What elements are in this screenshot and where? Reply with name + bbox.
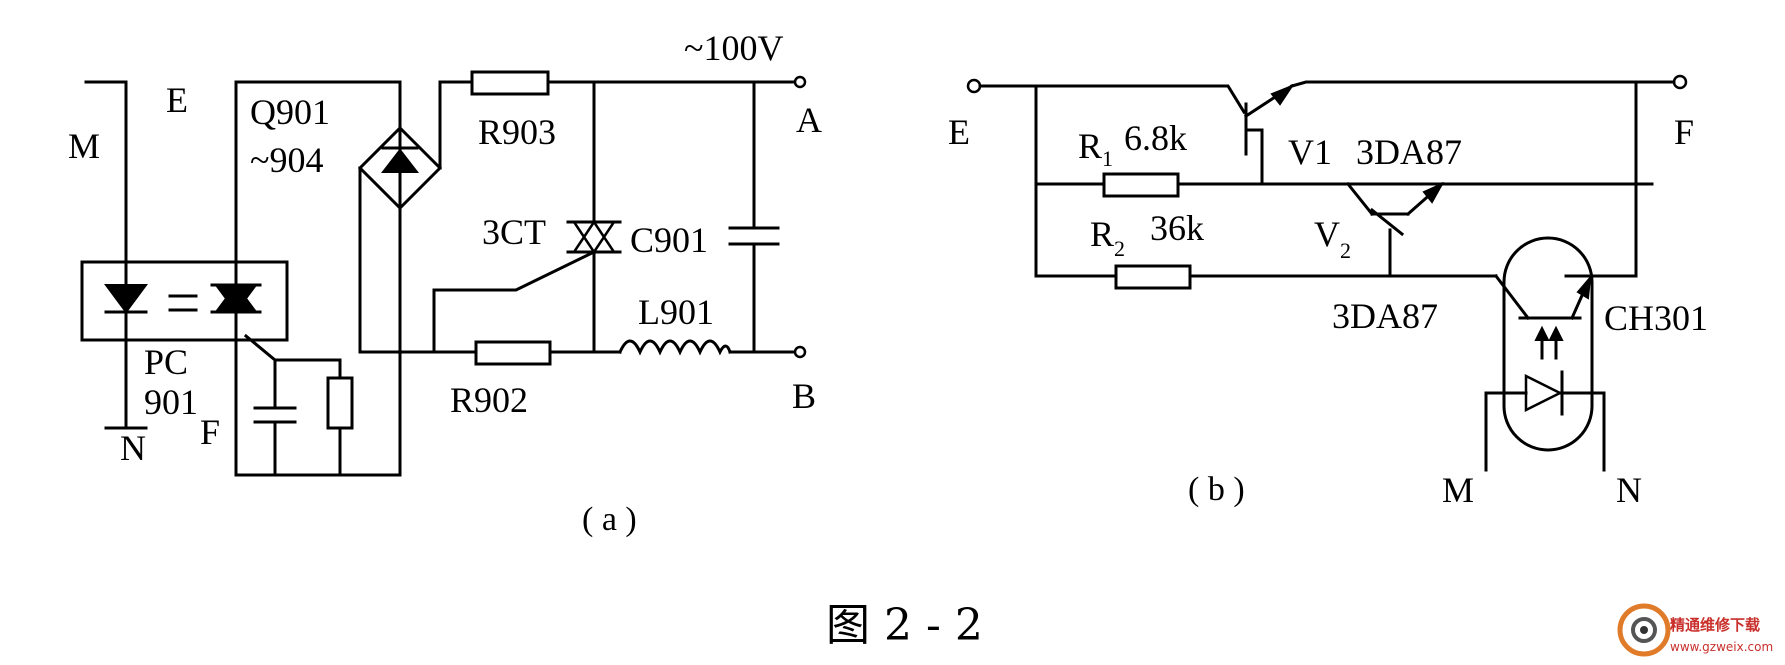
label-b-f: F <box>1674 112 1694 152</box>
label-c901: C901 <box>630 220 708 260</box>
label-a-f: F <box>200 412 220 452</box>
label-pc: PC <box>144 342 188 382</box>
label-terminal-a: A <box>796 100 822 140</box>
wire-bridge-top <box>438 80 474 170</box>
label-v2: V <box>1314 214 1340 254</box>
label-terminal-b: B <box>792 376 816 416</box>
bridge-rectifier <box>357 125 443 211</box>
label-v2-type: 3DA87 <box>1332 296 1438 336</box>
ch301-phototransistor <box>1493 273 1592 321</box>
wire-f-left <box>234 80 402 477</box>
label-pc-num: 901 <box>144 382 198 422</box>
wire-right-rail <box>1564 80 1638 278</box>
watermark-name: 精通维修下载 <box>1670 616 1760 634</box>
label-q904: ~904 <box>250 140 323 180</box>
label-ch301: CH301 <box>1604 298 1708 338</box>
label-l901: L901 <box>638 292 714 332</box>
wire-e-top <box>978 84 1247 115</box>
l901-inductor <box>618 339 732 356</box>
r2-resistor <box>1114 264 1192 290</box>
v2-transistor <box>1369 181 1445 278</box>
label-3ct: 3CT <box>482 212 546 252</box>
terminal-e <box>966 78 982 94</box>
v1-transistor <box>1243 83 1295 186</box>
label-b-e: E <box>948 112 970 152</box>
label-v1-type: 3DA87 <box>1356 132 1462 172</box>
watermark-url: www.gzweix.com <box>1670 640 1773 654</box>
r903-resistor <box>470 70 550 96</box>
label-b-m: M <box>1442 470 1474 510</box>
bridge-diode-symbol <box>380 138 420 198</box>
small-capacitor <box>253 406 297 424</box>
wire-left-rail <box>1034 84 1118 278</box>
caption-a: ( a ) <box>582 501 637 538</box>
terminal-f <box>1672 74 1688 90</box>
figure-title: 图 2 - 2 <box>826 600 983 651</box>
label-r903: R903 <box>478 112 556 152</box>
label-voltage: ~100V <box>684 28 783 68</box>
label-v2-sub: 2 <box>1340 238 1351 263</box>
watermark: 精通维修下载 www.gzweix.com <box>1617 603 1773 657</box>
ch301-body <box>1502 236 1594 452</box>
wire-triac-gate <box>432 249 597 354</box>
c901-capacitor <box>728 226 780 246</box>
triac-3ct <box>566 219 622 255</box>
label-q901: Q901 <box>250 92 330 132</box>
pc901-box <box>80 260 289 342</box>
terminal-a <box>793 75 807 89</box>
label-a-m: M <box>68 126 100 166</box>
label-r2-sub: 2 <box>1114 236 1125 261</box>
label-v1: V1 <box>1288 132 1332 172</box>
label-r2: R <box>1090 214 1114 254</box>
terminal-b <box>793 345 807 359</box>
r1-resistor <box>1102 172 1180 198</box>
ch301-light-arrows <box>1534 325 1564 360</box>
diagram-b: E F R 1 6.8k V1 3DA87 R 2 36k V 2 3DA87 … <box>948 74 1708 510</box>
label-a-e: E <box>166 80 188 120</box>
label-r902: R902 <box>450 380 528 420</box>
label-a-n: N <box>120 428 146 468</box>
label-r2-val: 36k <box>1150 208 1204 248</box>
diagram-a: M E Q901 ~904 PC 901 N F R903 3CT C901 L… <box>68 28 822 538</box>
wire-bridge-right <box>358 166 436 354</box>
label-r1-sub: 1 <box>1102 146 1113 171</box>
small-resistor <box>326 376 354 430</box>
label-r1-val: 6.8k <box>1124 118 1187 158</box>
ch301-led <box>1484 370 1606 416</box>
pc901-led <box>104 284 148 314</box>
r902-resistor <box>474 340 552 366</box>
caption-b: ( b ) <box>1188 471 1245 508</box>
label-b-n: N <box>1616 470 1642 510</box>
watermark-logo-icon <box>1617 603 1671 657</box>
pc901-coupling-marks <box>168 294 198 312</box>
wire-v1-emitter <box>1290 80 1676 88</box>
wire-v2-collector <box>1345 181 1375 217</box>
label-r1: R <box>1078 126 1102 166</box>
